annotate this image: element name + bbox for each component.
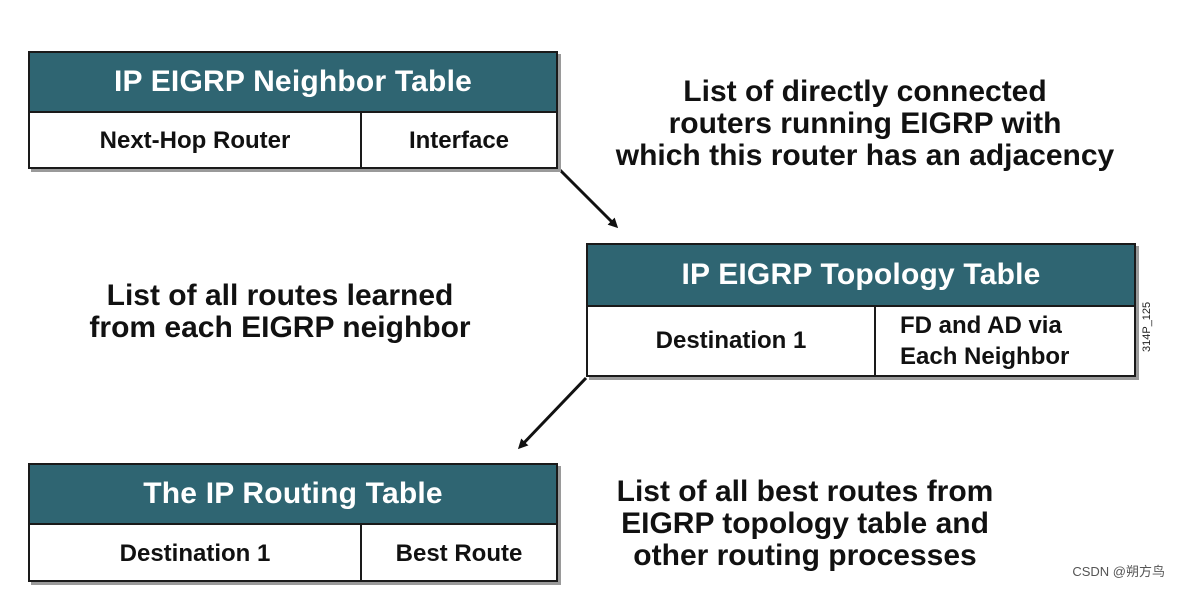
neighbor-table-col-interface: Interface	[408, 127, 510, 155]
neighbor-table-title: IP EIGRP Neighbor Table	[30, 53, 556, 113]
neighbor-table-divider	[360, 113, 362, 169]
routing-table-caption: List of all best routes from EIGRP topol…	[616, 475, 994, 572]
neighbor-table-caption: List of directly connected routers runni…	[615, 75, 1115, 172]
routing-table-divider	[360, 525, 362, 582]
arrow-topology-to-routing	[517, 376, 588, 450]
topology-table-title: IP EIGRP Topology Table	[588, 245, 1134, 307]
figure-code: 314P_125	[1141, 301, 1153, 352]
topology-table-col-fd-ad: FD and AD via Each Neighbor	[900, 311, 1070, 370]
neighbor-table: IP EIGRP Neighbor Table Next-Hop Router …	[28, 51, 558, 169]
routing-table-col-destination: Destination 1	[119, 539, 271, 567]
routing-table-col-best-route: Best Route	[395, 539, 523, 567]
neighbor-table-col-next-hop: Next-Hop Router	[99, 127, 291, 155]
routing-table-title: The IP Routing Table	[30, 465, 556, 525]
arrow-neighbor-to-topology	[556, 166, 619, 229]
topology-table: IP EIGRP Topology Table Destination 1 FD…	[586, 243, 1136, 377]
topology-table-divider	[874, 307, 876, 375]
routing-table: The IP Routing Table Destination 1 Best …	[28, 463, 558, 582]
topology-table-col-destination: Destination 1	[655, 327, 807, 355]
watermark: CSDN @朔方鸟	[1072, 564, 1165, 579]
topology-table-caption: List of all routes learned from each EIG…	[89, 279, 471, 344]
